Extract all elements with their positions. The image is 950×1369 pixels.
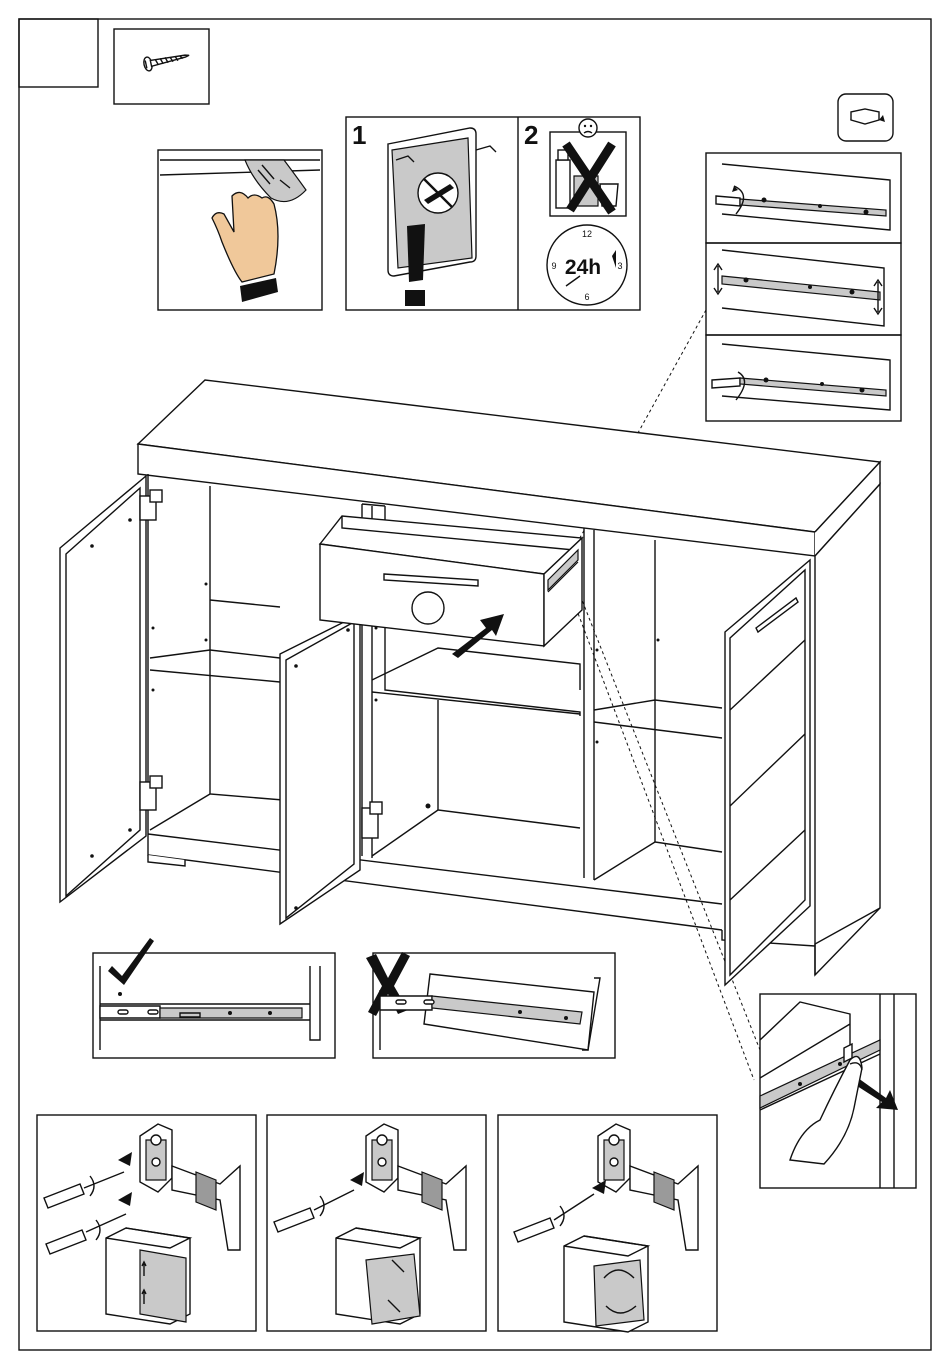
cabinet-box-icon-3 (564, 1236, 648, 1332)
correct-runner-panel (93, 938, 335, 1058)
screwdriver-icon-2 (274, 1172, 364, 1232)
hinge-icon-2 (366, 1124, 466, 1250)
hinge-adjust-panel-height (498, 1115, 717, 1332)
screw-parts-box (114, 29, 209, 104)
wait-time-label: 24h (565, 256, 601, 279)
push-arrow-icon-2 (854, 1078, 898, 1110)
middle-door (280, 614, 431, 924)
wait-24h-clock: 12 3 6 9 24h (547, 225, 627, 305)
clock-12: 12 (582, 229, 592, 239)
clock-3: 3 (617, 261, 622, 271)
hinge-icon-1 (140, 1124, 240, 1250)
screwdriver-icon-3 (514, 1180, 606, 1242)
sad-face-icon (579, 119, 597, 137)
no-chemicals-icon (556, 144, 618, 212)
cabinet-box-icon-1 (106, 1228, 190, 1324)
step-1-label: 1 (352, 120, 366, 150)
exclamation-bar (407, 224, 425, 282)
clock-6: 6 (584, 292, 589, 302)
drawer-runner-details (706, 153, 901, 421)
hinge-adjust-panel-depth (37, 1115, 256, 1331)
clock-9: 9 (551, 261, 556, 271)
drawer-push-point (412, 592, 444, 624)
hinge-icon-3 (598, 1124, 698, 1250)
step-number-box (19, 19, 98, 87)
step-2-label: 2 (524, 120, 538, 150)
care-instructions-panel: 1 2 12 3 6 (346, 117, 640, 310)
rotate-cabinet-icon (838, 94, 893, 141)
screw-icon (143, 48, 191, 71)
drawer-release-detail (760, 994, 916, 1188)
hinge-adjust-panel-side (267, 1115, 486, 1331)
left-door (60, 476, 162, 902)
no-knife-icon (418, 173, 458, 213)
checkmark-icon (108, 938, 154, 985)
hand-icon (212, 192, 278, 302)
sideboard-cabinet (138, 380, 880, 985)
peel-film-panel (158, 150, 322, 310)
cabinet-box-icon-2 (336, 1228, 420, 1324)
wrong-runner-panel (366, 952, 615, 1058)
